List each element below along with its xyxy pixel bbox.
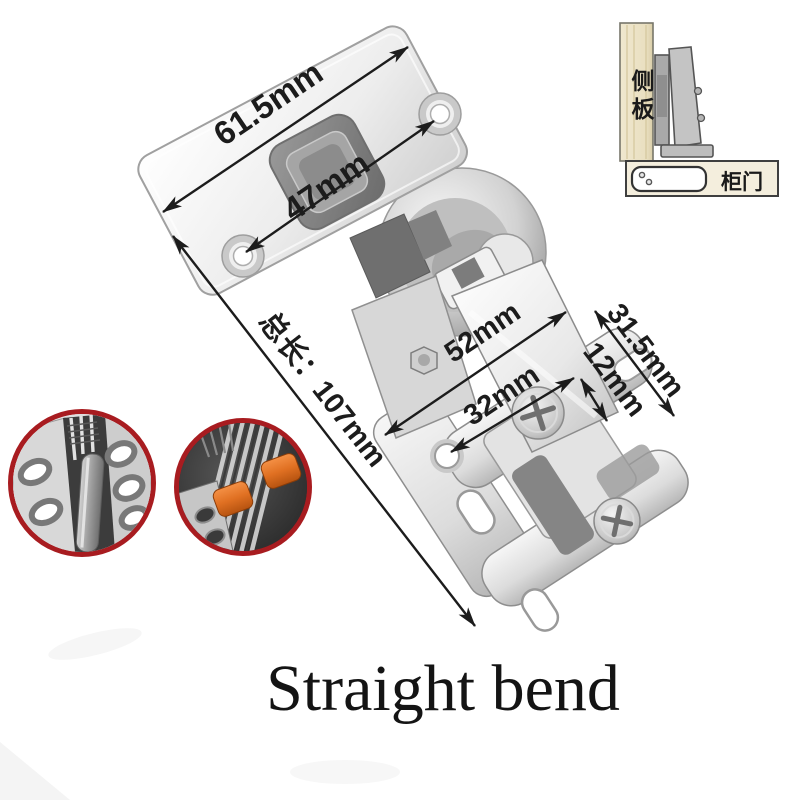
dimension-line-mount-hole-spacing	[450, 376, 575, 454]
cup-plate-hole-bottom	[221, 234, 265, 278]
installation-diagram	[619, 22, 779, 197]
diagram-dot-2	[645, 178, 653, 186]
mount-screw-bottom	[593, 497, 641, 545]
inset-damper-art	[13, 414, 151, 552]
inset-detail-springs	[174, 418, 312, 556]
diagram-wood-grain	[626, 25, 647, 159]
inset-detail-damper	[8, 409, 156, 557]
inset-springs-art	[179, 423, 307, 551]
cup-plate-hole-top	[418, 92, 462, 136]
arm-hex-nut-center	[418, 354, 430, 366]
diagram-adjust-screw-1	[693, 86, 703, 96]
diagram-hinge-foot	[660, 144, 714, 158]
diagram-side-panel	[619, 22, 654, 162]
dimension-line-arm-length	[384, 311, 567, 436]
dimension-line-mount-plate-width	[594, 310, 675, 417]
diagram-adjust-screw-2	[696, 113, 706, 123]
diagram-cup-recess	[630, 165, 708, 193]
diagram-dot-1	[638, 171, 646, 179]
dimension-lines	[162, 46, 675, 627]
diagram-hinge-slot	[657, 75, 667, 117]
diagram-door-label: 柜门	[721, 171, 763, 194]
dimension-line-total-length	[172, 235, 476, 627]
dimension-line-cup-hole-spacing	[245, 120, 435, 253]
diagram-side-panel-label: 侧板	[628, 69, 654, 125]
background-smudges	[0, 628, 400, 800]
diagram-hinge-arm	[668, 46, 702, 148]
product-title: Straight bend	[266, 652, 620, 725]
